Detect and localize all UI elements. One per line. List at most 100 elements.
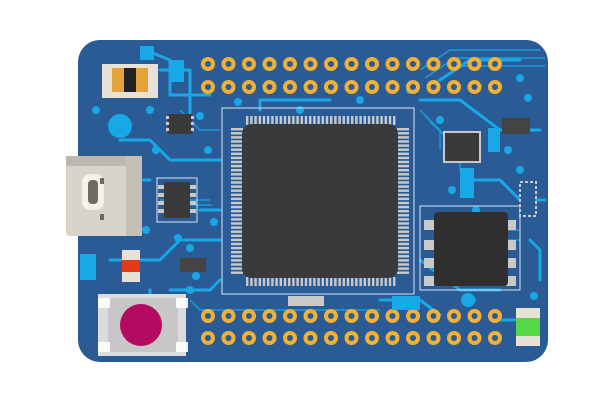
mcu-pin — [397, 169, 409, 172]
mcu-pin — [231, 164, 243, 168]
mcu-pin — [267, 116, 270, 125]
via — [146, 106, 154, 114]
header-pin-hole — [307, 335, 314, 341]
mcu-pin — [250, 116, 253, 125]
mcu-pin — [397, 136, 409, 139]
mcu-pin — [283, 277, 287, 286]
header-pin-hole — [389, 61, 396, 67]
header-pin-hole — [205, 313, 211, 319]
mcu-pin — [231, 230, 243, 233]
mcu-pin — [262, 116, 266, 125]
header-pin-hole — [369, 61, 375, 67]
mcu-pin — [231, 267, 243, 270]
mcu-pin — [342, 277, 345, 286]
mcu-pin — [279, 277, 282, 286]
header-pin-hole — [389, 84, 396, 90]
header-pin-hole — [471, 335, 478, 341]
mcu-pin — [246, 277, 249, 286]
mcu-pin — [363, 277, 366, 286]
mcu-pin — [231, 222, 243, 225]
header-pin-hole — [205, 335, 211, 341]
header-pin-hole — [389, 313, 396, 319]
mcu-pin — [397, 222, 409, 225]
header-pin-hole — [225, 313, 232, 319]
mcu-pin — [397, 193, 409, 196]
header-pin-hole — [369, 335, 375, 341]
mcu-pin — [393, 277, 396, 286]
mcu-pin — [231, 242, 243, 246]
header-pin-hole — [246, 61, 252, 67]
mcu-pin — [231, 210, 243, 213]
mcu-pin — [346, 116, 350, 125]
mcu-pin — [334, 277, 337, 286]
usb-c-connector-icon — [66, 156, 142, 236]
mcu-pin — [231, 218, 243, 221]
mcu-pin — [397, 267, 409, 270]
via — [530, 292, 538, 300]
mcu-pin — [397, 140, 409, 143]
header-pin-row-bottom — [201, 309, 502, 345]
header-pin-hole — [348, 84, 355, 90]
mcu-pin — [334, 116, 337, 125]
header-pin-hole — [451, 313, 457, 319]
mcu-pin — [317, 116, 320, 125]
mcu-pin — [231, 271, 243, 274]
mcu-pin — [271, 277, 274, 286]
mcu-pin — [397, 177, 409, 180]
mcu-pin — [359, 277, 362, 286]
mcu-pin — [321, 116, 324, 125]
small-ic-icon — [156, 177, 198, 223]
mcu-pin — [254, 116, 257, 125]
mcu-pin — [376, 116, 379, 125]
mcu-pin — [372, 277, 375, 286]
mcu-pin — [397, 214, 409, 217]
mcu-pin — [231, 246, 243, 250]
header-pin-hole — [328, 61, 334, 67]
red-led-icon — [122, 250, 140, 282]
header-pin-hole — [225, 335, 232, 341]
mcu-pin — [397, 173, 409, 176]
mcu-pin — [397, 255, 409, 258]
mcu-pin — [397, 242, 409, 246]
via — [186, 286, 194, 294]
mcu-pin — [231, 251, 243, 254]
mcu-pin — [397, 144, 409, 147]
via — [296, 106, 304, 114]
mcu-pin — [355, 277, 358, 286]
mcu-pin — [397, 263, 409, 266]
mcu-pin — [271, 116, 274, 125]
header-pin-hole — [430, 61, 437, 67]
mcu-pin — [288, 277, 291, 286]
mcu-pin — [351, 116, 354, 125]
mcu-pin — [231, 201, 243, 205]
mcu-pin — [397, 132, 409, 135]
mcu-pin — [346, 277, 350, 286]
mcu-pin — [231, 173, 243, 176]
mcu-pin — [279, 116, 282, 125]
mcu-pin — [397, 246, 409, 250]
mcu-pin — [304, 116, 308, 125]
header-pin-hole — [287, 84, 293, 90]
mcu-pin — [380, 116, 383, 125]
header-pin-hole — [430, 313, 437, 319]
microcontroller-chip-icon — [221, 107, 415, 295]
header-pin-hole — [287, 61, 293, 67]
mcu-pin — [376, 277, 379, 286]
header-pin-hole — [451, 61, 457, 67]
mcu-pin — [397, 218, 409, 221]
mcu-pin — [296, 277, 299, 286]
mcu-pin — [363, 116, 366, 125]
header-pin-hole — [410, 335, 416, 341]
via — [174, 234, 182, 242]
via — [192, 272, 200, 280]
mcu-pin — [393, 116, 396, 125]
mcu-pin — [397, 210, 409, 213]
via — [210, 218, 218, 226]
mcu-pin — [231, 197, 243, 201]
header-pin-hole — [451, 84, 457, 90]
via — [524, 94, 532, 102]
header-pin-hole — [348, 313, 355, 319]
header-pin-hole — [205, 84, 211, 90]
header-pin-hole — [492, 313, 498, 319]
mcu-pin — [325, 116, 329, 125]
